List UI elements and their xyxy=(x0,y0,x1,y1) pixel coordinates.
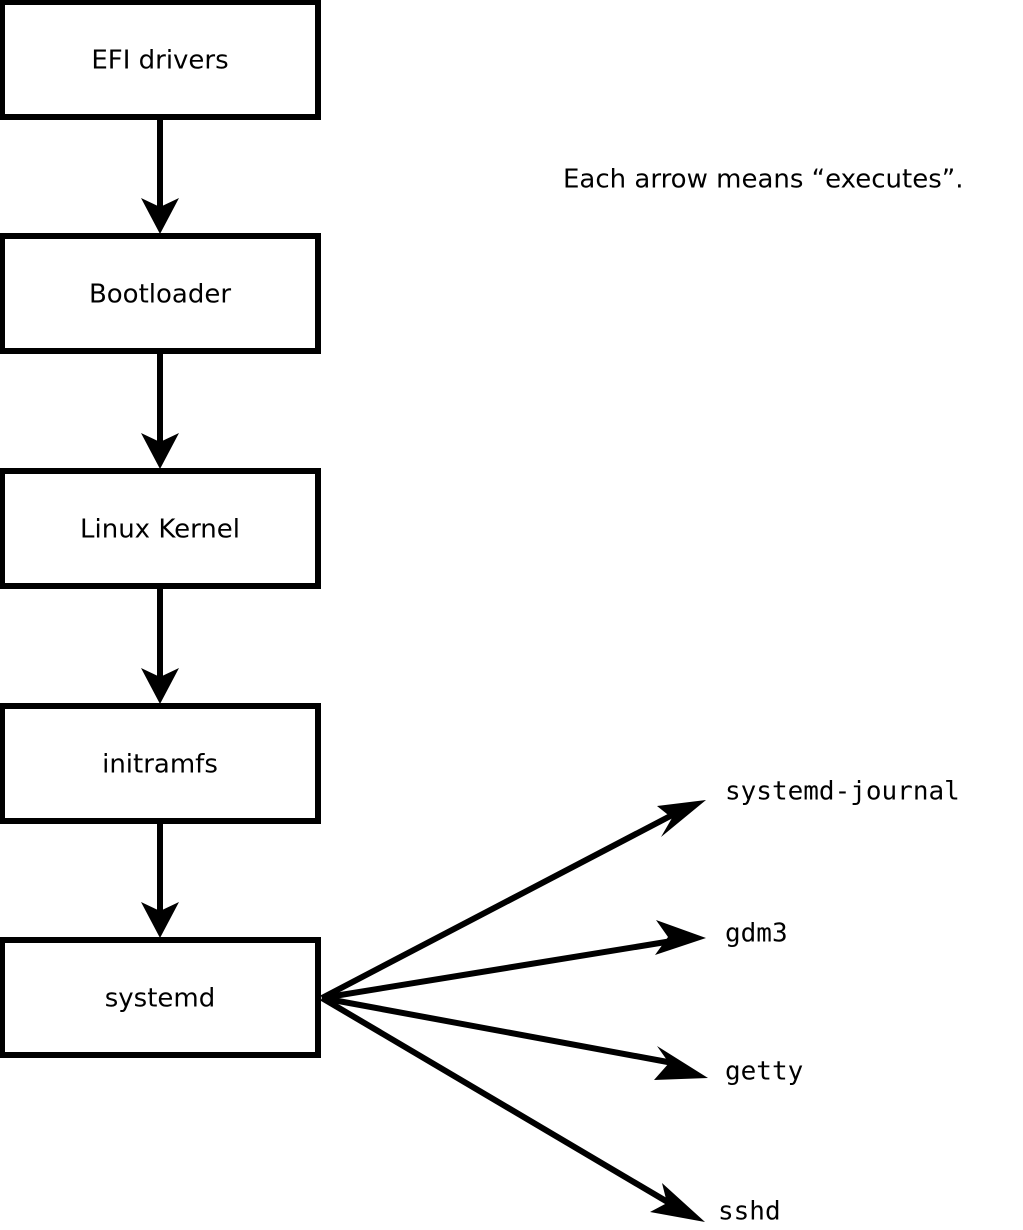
service-label-systemd-journal: systemd-journal xyxy=(725,777,960,807)
stage-label-systemd: systemd xyxy=(105,984,216,1014)
box-outline xyxy=(0,703,321,824)
arrow-head-down xyxy=(141,433,179,469)
diagram-caption: Each arrow means “executes”. xyxy=(563,165,964,195)
arrow-head-diagonal xyxy=(655,920,706,955)
stage-box-bootloader[interactable]: Bootloader xyxy=(0,233,321,354)
stage-label-initramfs: initramfs xyxy=(102,750,218,780)
box-outline xyxy=(0,937,321,1058)
arrow-shaft xyxy=(320,995,673,1207)
chain-arrow-kernel-to-initramfs xyxy=(141,587,179,704)
arrow-head-down xyxy=(141,198,179,234)
fan-arrow-gdm3 xyxy=(321,920,706,1001)
arrow-head-down xyxy=(141,902,179,938)
stage-label-bootloader: Bootloader xyxy=(89,280,231,310)
stage-box-initramfs[interactable]: initramfs xyxy=(0,703,321,824)
service-label-getty: getty xyxy=(725,1057,803,1087)
stage-label-linux-kernel: Linux Kernel xyxy=(80,515,240,545)
arrow-head-down xyxy=(141,668,179,704)
fan-arrow-getty xyxy=(321,995,708,1080)
chain-arrow-bootloader-to-kernel xyxy=(141,352,179,469)
service-label-sshd: sshd xyxy=(718,1197,781,1227)
arrow-head-diagonal xyxy=(657,800,706,837)
stage-box-efi-drivers[interactable]: EFI drivers xyxy=(0,0,321,120)
box-outline xyxy=(0,468,321,589)
box-outline xyxy=(0,233,321,354)
arrow-head-diagonal xyxy=(650,1183,705,1222)
fan-arrow-sshd xyxy=(320,995,705,1222)
arrow-shaft xyxy=(321,938,673,1001)
box-outline xyxy=(0,0,321,120)
arrow-shaft xyxy=(320,809,680,1001)
fan-arrow-systemd-journal xyxy=(320,800,706,1001)
arrow-shaft xyxy=(321,995,674,1066)
stage-box-systemd[interactable]: systemd xyxy=(0,937,321,1058)
stage-box-linux-kernel[interactable]: Linux Kernel xyxy=(0,468,321,589)
chain-arrow-initramfs-to-systemd xyxy=(141,822,179,938)
arrow-head-diagonal xyxy=(654,1046,708,1080)
service-label-gdm3: gdm3 xyxy=(725,919,788,949)
stage-label-efi-drivers: EFI drivers xyxy=(91,46,228,76)
chain-arrow-efi-to-bootloader xyxy=(141,117,179,234)
